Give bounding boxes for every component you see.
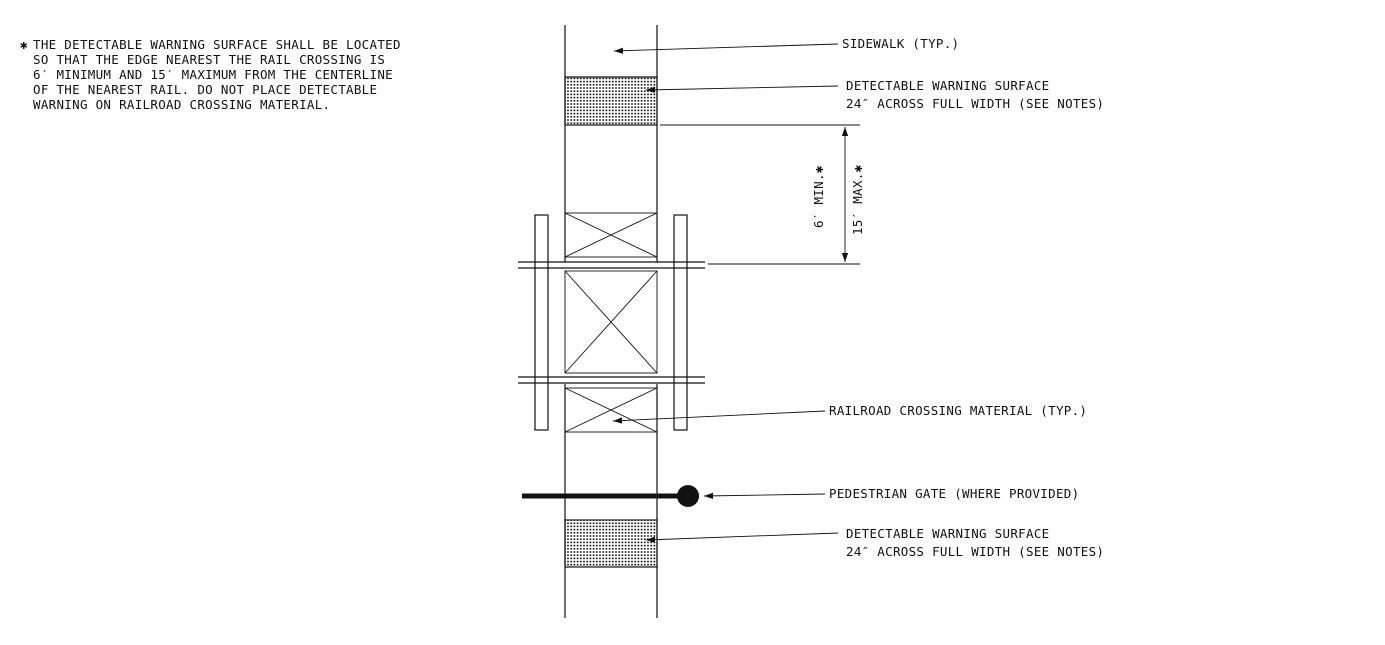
callout-sidewalk: SIDEWALK (TYP.): [842, 36, 959, 51]
detectable-warning-surface-top: [564, 76, 658, 126]
offset-dimension: 6′ MIN.✱ 15′ MAX.✱: [660, 124, 865, 265]
leader-dws-top: [645, 85, 839, 93]
leader-ped-gate: [703, 492, 826, 500]
general-note: ✱ THE DETECTABLE WARNING SURFACE SHALL B…: [20, 37, 401, 112]
note-line-2: SO THAT THE EDGE NEAREST THE RAIL CROSSI…: [33, 52, 385, 67]
note-marker: ✱: [20, 37, 28, 52]
pedestrian-gate: [522, 485, 699, 507]
note-line-3: 6′ MINIMUM AND 15′ MAXIMUM FROM THE CENT…: [33, 67, 393, 82]
rail-top: [518, 261, 705, 269]
leader-dws-bottom: [645, 532, 839, 543]
field-panel-right: [673, 214, 688, 431]
note-line-5: WARNING ON RAILROAD CROSSING MATERIAL.: [33, 97, 330, 112]
dimension-max-label: 15′ MAX.✱: [850, 164, 865, 235]
note-line-4: OF THE NEAREST RAIL. DO NOT PLACE DETECT…: [33, 82, 377, 97]
leader-sidewalk: [613, 43, 839, 54]
crossing-material-panel-top: [564, 212, 658, 258]
note-line-1: THE DETECTABLE WARNING SURFACE SHALL BE …: [33, 37, 401, 52]
callouts: SIDEWALK (TYP.) DETECTABLE WARNING SURFA…: [829, 36, 1104, 559]
crossing-material-panel-bottom: [564, 387, 658, 433]
callout-dws-bottom-line2: 24″ ACROSS FULL WIDTH (SEE NOTES): [846, 544, 1104, 559]
callout-ped-gate: PEDESTRIAN GATE (WHERE PROVIDED): [829, 486, 1079, 501]
callout-dws-bottom-line1: DETECTABLE WARNING SURFACE: [846, 526, 1049, 541]
leaders: [612, 43, 839, 543]
callout-dws-top-line1: DETECTABLE WARNING SURFACE: [846, 78, 1049, 93]
crossing-material-panel-middle: [564, 270, 658, 374]
leader-crossing-material: [612, 410, 826, 424]
dimension-min-label: 6′ MIN.✱: [811, 165, 826, 228]
callout-crossing-material: RAILROAD CROSSING MATERIAL (TYP.): [829, 403, 1087, 418]
rail-bottom: [518, 376, 705, 384]
callout-dws-top-line2: 24″ ACROSS FULL WIDTH (SEE NOTES): [846, 96, 1104, 111]
field-panel-left: [534, 214, 549, 431]
detectable-warning-surface-bottom: [564, 519, 658, 568]
